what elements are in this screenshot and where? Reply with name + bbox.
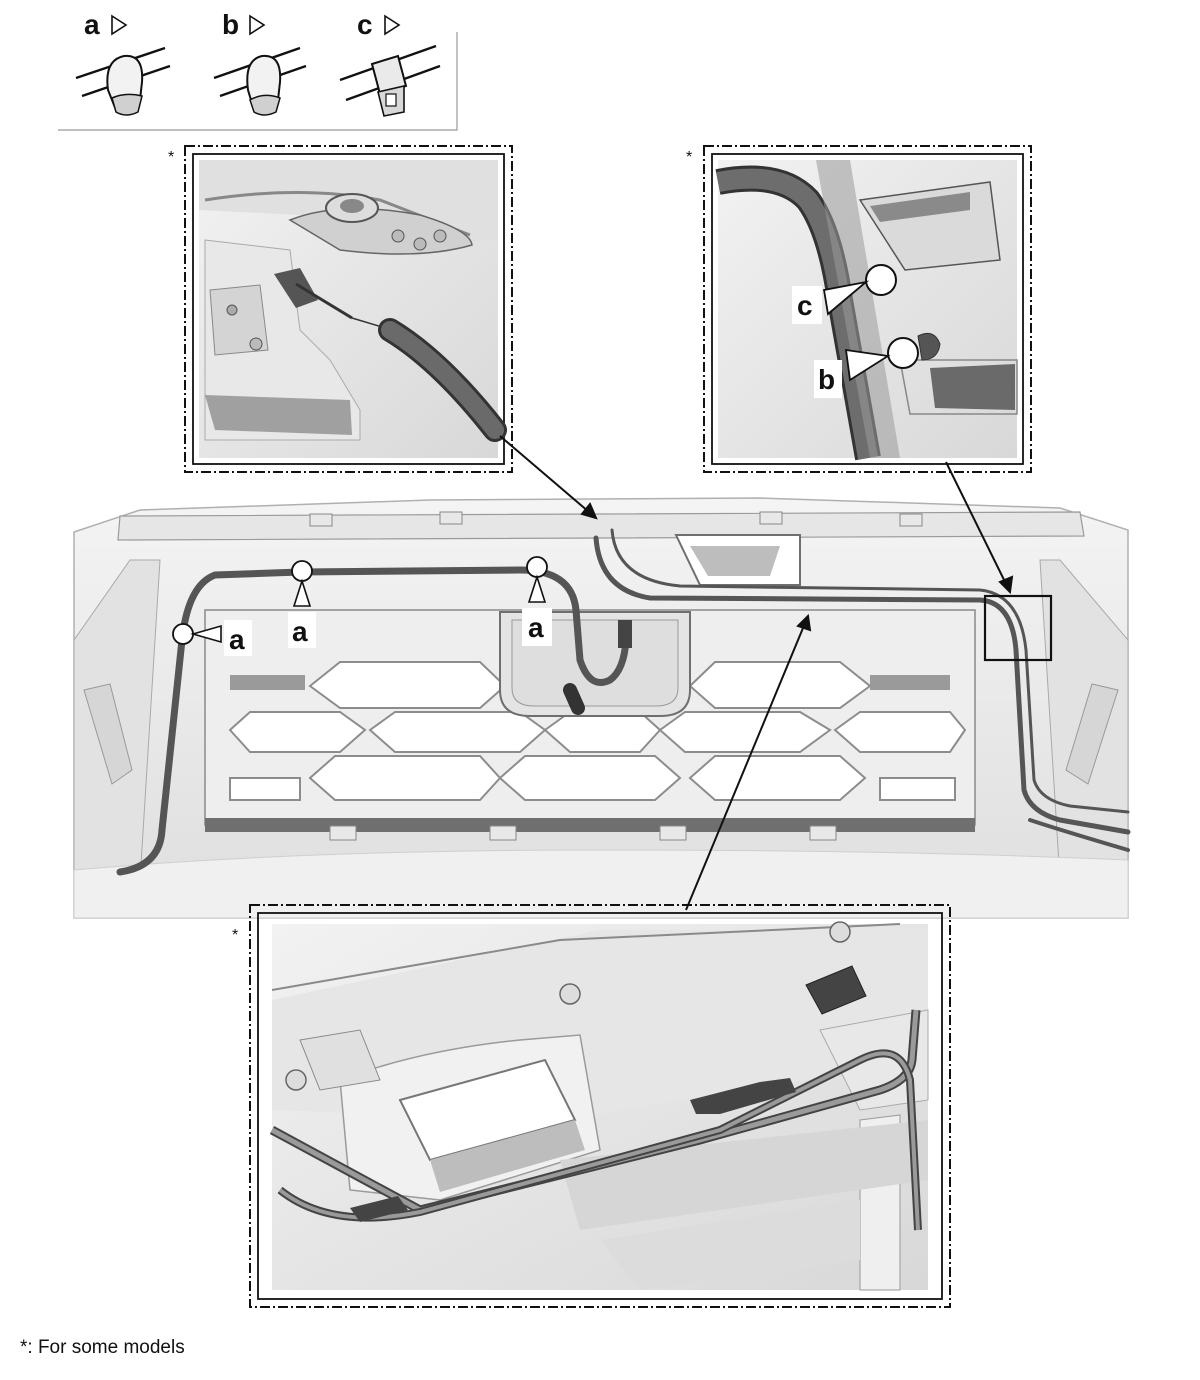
legend-letter-a: a — [84, 9, 100, 40]
legend-clip-c: c — [339, 9, 441, 117]
triangle-right-outline-icon — [384, 14, 401, 36]
inset-marker: * — [686, 149, 692, 166]
callout-letter: a — [229, 624, 245, 655]
leader-lines — [499, 435, 1014, 911]
callout-b: b — [814, 337, 919, 398]
triangle-right-outline-icon — [111, 14, 128, 36]
main-callouts: a a a — [172, 556, 552, 656]
footnote: *: For some models — [20, 1337, 185, 1358]
inset-marker: * — [232, 927, 238, 944]
callout-letter: a — [528, 612, 544, 643]
inset-top-right: * c b — [686, 145, 1032, 473]
detail-target-box — [983, 594, 1053, 662]
front-grille-assembly — [73, 497, 1131, 919]
legend-frame — [58, 32, 458, 131]
wire-harness — [116, 528, 1131, 876]
legend-letter-c: c — [357, 9, 373, 40]
inset-bottom: * — [232, 904, 951, 1308]
inset-marker: * — [168, 149, 174, 166]
triangle-right-outline-icon — [249, 14, 266, 36]
callout-a-left: a — [172, 620, 252, 656]
callout-letter: c — [797, 290, 813, 321]
callout-letter: a — [292, 616, 308, 647]
legend-clip-a: a — [75, 9, 171, 116]
callout-a-middle: a — [288, 560, 316, 648]
legend-clip-b: b — [213, 9, 307, 116]
callout-a-center: a — [522, 556, 552, 646]
legend-letter-b: b — [222, 9, 239, 40]
callout-letter: b — [818, 364, 835, 395]
callout-c: c — [792, 264, 897, 324]
inset-top-left: * — [168, 145, 513, 473]
clip-legend: a b c — [58, 9, 458, 131]
